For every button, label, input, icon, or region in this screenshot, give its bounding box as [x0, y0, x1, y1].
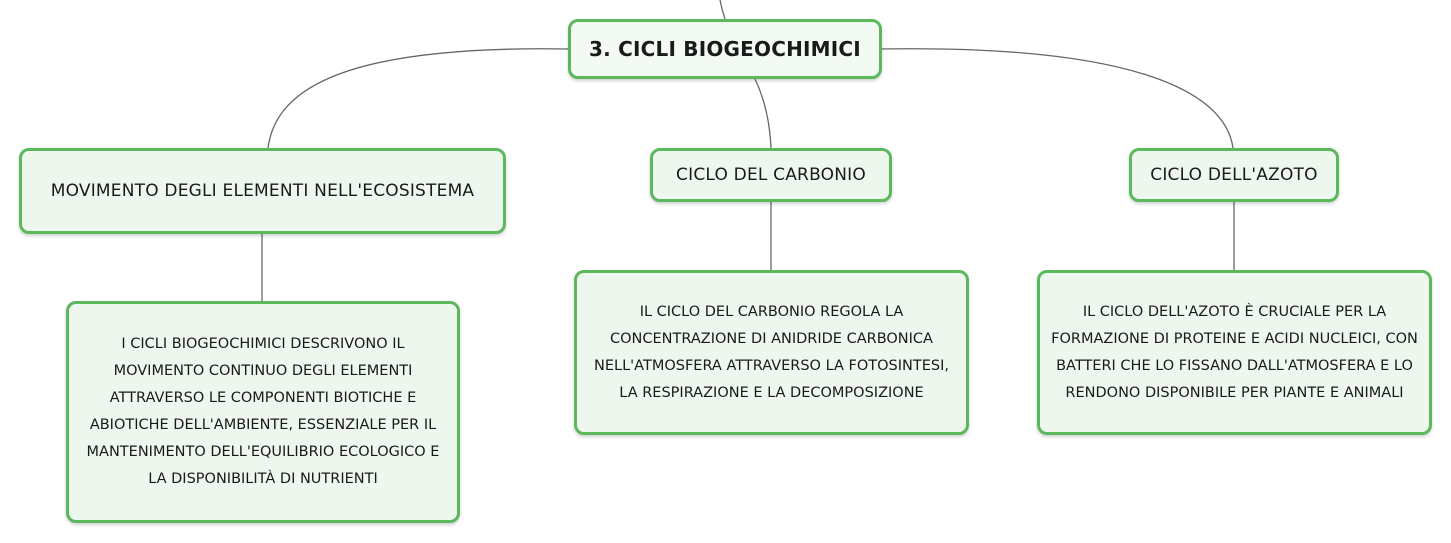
topic-node-carbon-cycle[interactable]: CICLO DEL CARBONIO [650, 148, 892, 202]
topic-node-nitrogen-cycle[interactable]: CICLO DELL'AZOTO [1129, 148, 1339, 202]
connector-root-to-movement [267, 48, 569, 149]
detail-node-movement[interactable]: I CICLI BIOGEOCHIMICI DESCRIVONO IL MOVI… [66, 301, 460, 523]
topic-node-label: MOVIMENTO DEGLI ELEMENTI NELL'ECOSISTEMA [50, 181, 475, 201]
topic-node-label: CICLO DEL CARBONIO [676, 165, 866, 185]
root-node-label: 3. CICLI BIOGEOCHIMICI [589, 37, 861, 61]
topic-node-label: CICLO DELL'AZOTO [1150, 165, 1318, 185]
detail-node-nitrogen-cycle[interactable]: IL CICLO DELL'AZOTO È CRUCIALE PER LA FO… [1037, 270, 1432, 435]
topic-node-movement[interactable]: MOVIMENTO DEGLI ELEMENTI NELL'ECOSISTEMA [19, 148, 506, 234]
connector-root-to-nitrogen [881, 48, 1234, 149]
detail-node-text: IL CICLO DELL'AZOTO È CRUCIALE PER LA FO… [1051, 303, 1418, 401]
connector-root-to-carbon [754, 78, 772, 149]
detail-node-text: I CICLI BIOGEOCHIMICI DESCRIVONO IL MOVI… [86, 336, 440, 487]
root-node[interactable]: 3. CICLI BIOGEOCHIMICI [568, 19, 882, 79]
detail-node-text: IL CICLO DEL CARBONIO REGOLA LA CONCENTR… [594, 303, 949, 401]
detail-node-carbon-cycle[interactable]: IL CICLO DEL CARBONIO REGOLA LA CONCENTR… [574, 270, 969, 435]
connector-parent-to-root [719, 0, 726, 20]
